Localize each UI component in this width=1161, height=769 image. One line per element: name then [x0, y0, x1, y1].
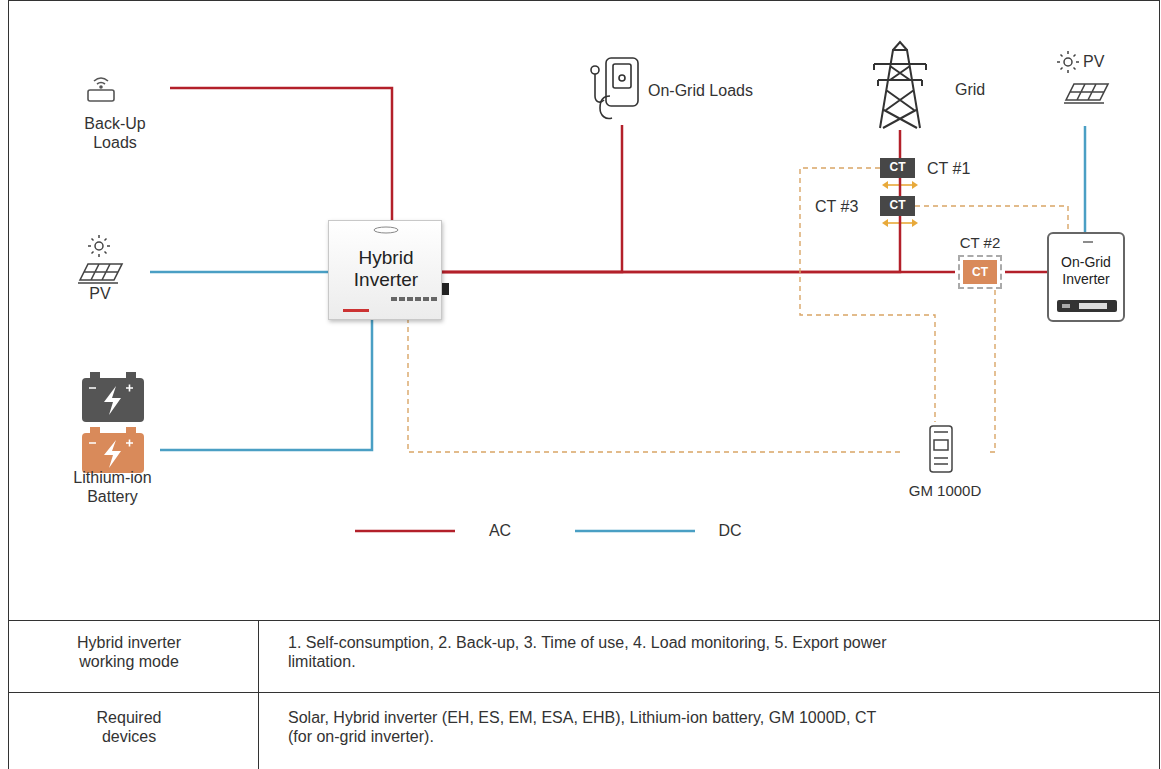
ac-wire [899, 178, 902, 196]
meter-icon [930, 426, 952, 472]
node-box: Grid [865, 42, 995, 130]
ac-wire [442, 271, 955, 274]
node-label: PV [60, 284, 140, 303]
node-label: CT [880, 158, 915, 178]
node-label: GM 1000D [900, 482, 990, 500]
battery-icon [82, 427, 144, 473]
legend-lines [355, 531, 695, 532]
table-cell-text: Solar, Hybrid inverter (EH, ES, EM, ESA,… [288, 708, 888, 746]
node-label: Hybrid Inverter [329, 247, 443, 291]
frame [8, 1, 1160, 769]
ac-wire [899, 130, 902, 158]
table-cell-text: Required devices [79, 708, 179, 746]
node-box: Back-Up Loads [60, 70, 170, 156]
sun-icon [88, 235, 110, 257]
pv-panel-icon [1064, 84, 1108, 103]
node-label: CT #3 [815, 197, 873, 216]
signal-line [800, 168, 935, 422]
signal-line [990, 290, 995, 452]
node-label: PV [1083, 52, 1123, 71]
sun-icon [1057, 51, 1079, 73]
node-box: Hybrid Inverter [328, 220, 442, 320]
dc-wire [150, 271, 328, 274]
node-label: On-Grid Inverter [1049, 254, 1123, 288]
table-cell-text: Hybrid inverter working mode [59, 633, 199, 671]
node-box: On-Grid Inverter [1047, 232, 1125, 322]
battery-icon [82, 372, 144, 422]
node-label: CT [880, 196, 915, 216]
node-box: PV [1055, 48, 1130, 126]
router-icon [88, 78, 114, 101]
node-box: GM 1000D [900, 422, 990, 502]
signal-line [915, 206, 1068, 232]
ac-wire [170, 88, 392, 220]
node-label: Back-Up Loads [75, 114, 155, 152]
legend-label: DC [700, 521, 760, 540]
node-label: Grid [955, 80, 995, 99]
ac-wire [442, 125, 622, 272]
ac-wire [1005, 271, 1047, 274]
ac-wire [442, 216, 900, 272]
pv-panel-icon [78, 264, 122, 283]
node-box: PV [60, 240, 150, 304]
node-box: CT #2 CT [955, 234, 1005, 290]
node-label: CT #1 [927, 159, 995, 178]
legend-label: AC [470, 521, 530, 540]
table-cell-text: 1. Self-consumption, 2. Back-up, 3. Time… [288, 633, 888, 671]
signal-line [408, 320, 900, 452]
node-label: Lithium-ion Battery [65, 468, 160, 506]
node-label: CT [963, 260, 997, 284]
pylon-icon [874, 42, 926, 128]
node-box: CT CT #3 [815, 196, 915, 216]
node-label: On-Grid Loads [648, 81, 793, 100]
dc-wire [160, 320, 372, 450]
node-box: CT CT #1 [880, 158, 995, 178]
node-label: CT #2 [955, 234, 1005, 252]
charger-icon [591, 58, 638, 119]
node-box: Lithium-ion Battery [65, 355, 160, 510]
dc-wire [1084, 126, 1087, 232]
node-box: On-Grid Loads [585, 55, 795, 125]
